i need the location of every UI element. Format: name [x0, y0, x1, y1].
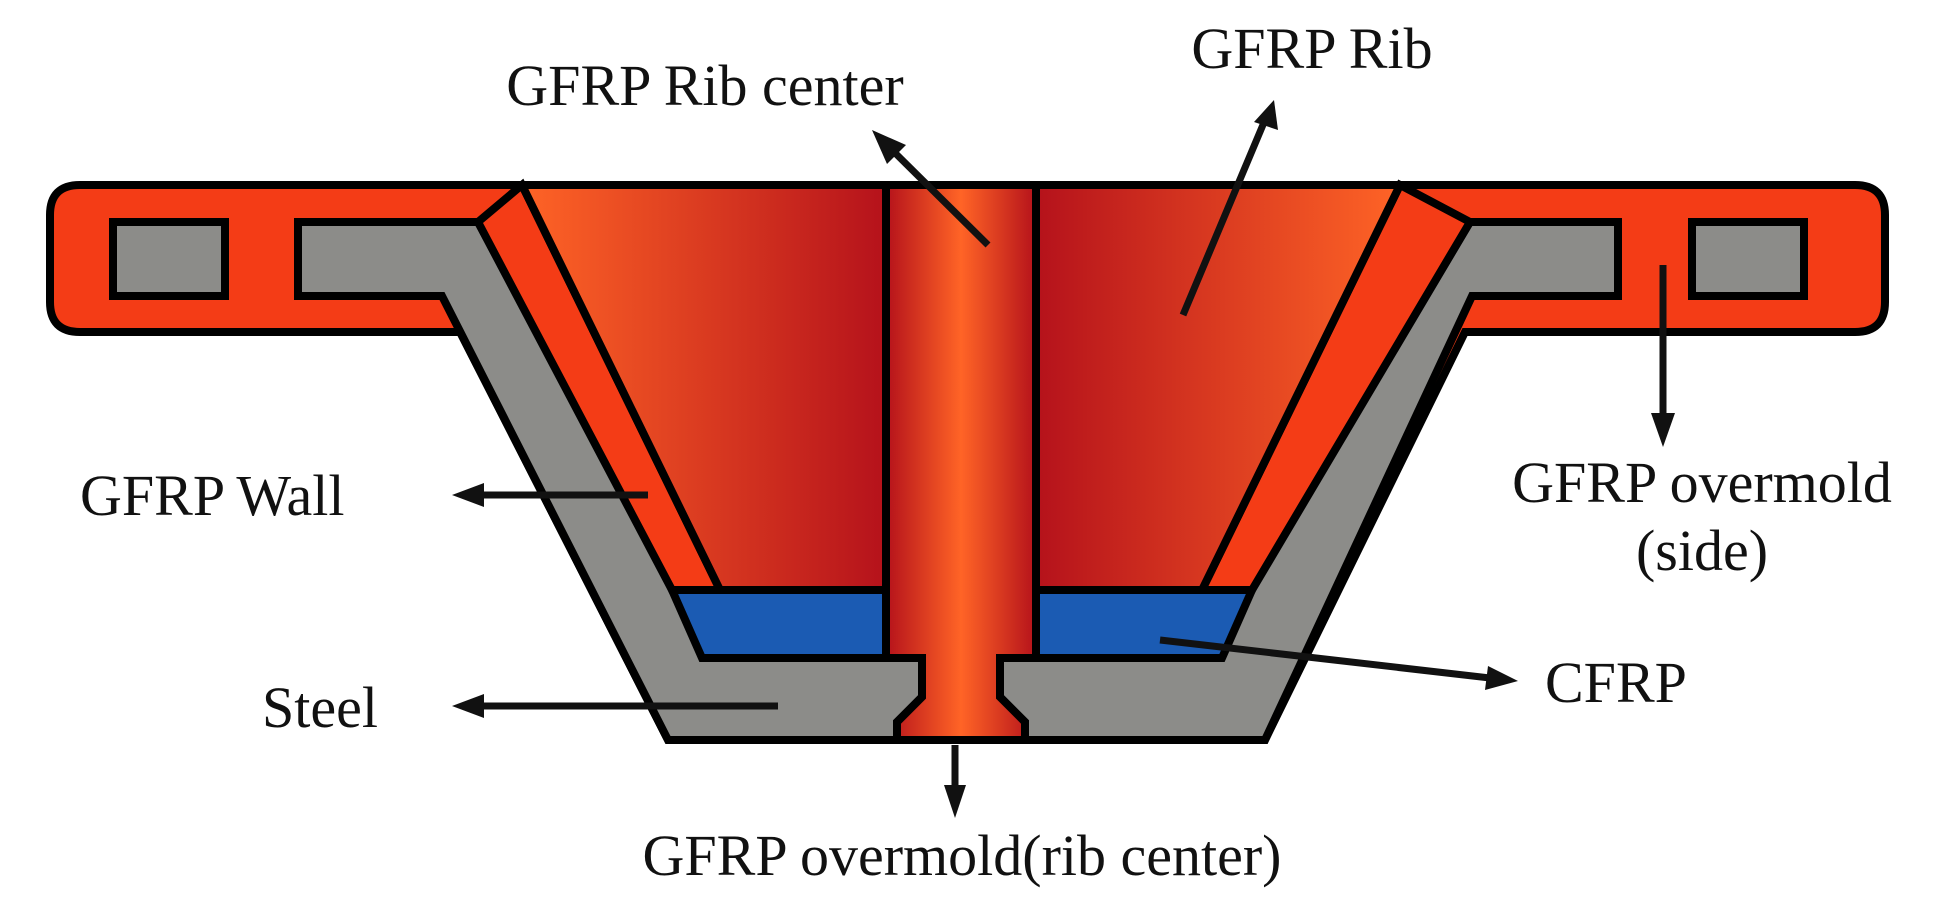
leader-rib-center [887, 145, 991, 248]
arrowhead-rib [1254, 100, 1278, 130]
label-gfrp-overmold-rib-center: GFRP overmold(rib center) [643, 823, 1282, 888]
cfrp-left [665, 586, 890, 662]
arrowhead-overmold-rib-center [944, 785, 966, 818]
label-gfrp-overmold-side-line1: GFRP overmold [1512, 450, 1892, 515]
leader-rib [1179, 118, 1269, 317]
arrowhead-overmold-side [1651, 413, 1675, 447]
steel-insert-square-left [109, 218, 229, 300]
arrowhead-cfrp [1485, 666, 1518, 690]
arrowhead-steel [452, 694, 484, 718]
steel-insert-square-right [1688, 218, 1808, 300]
label-gfrp-rib: GFRP Rib [1191, 16, 1432, 81]
label-cfrp: CFRP [1545, 650, 1687, 715]
gfrp-rib-center [882, 181, 1040, 744]
label-gfrp-overmold-side-line2: (side) [1636, 518, 1768, 583]
label-gfrp-rib-center: GFRP Rib center [506, 53, 903, 118]
arrowhead-wall [452, 483, 484, 507]
arrowhead-rib-center [872, 130, 906, 164]
label-steel: Steel [262, 675, 378, 740]
leader-cfrp [1159, 636, 1491, 682]
label-gfrp-wall: GFRP Wall [80, 463, 344, 528]
